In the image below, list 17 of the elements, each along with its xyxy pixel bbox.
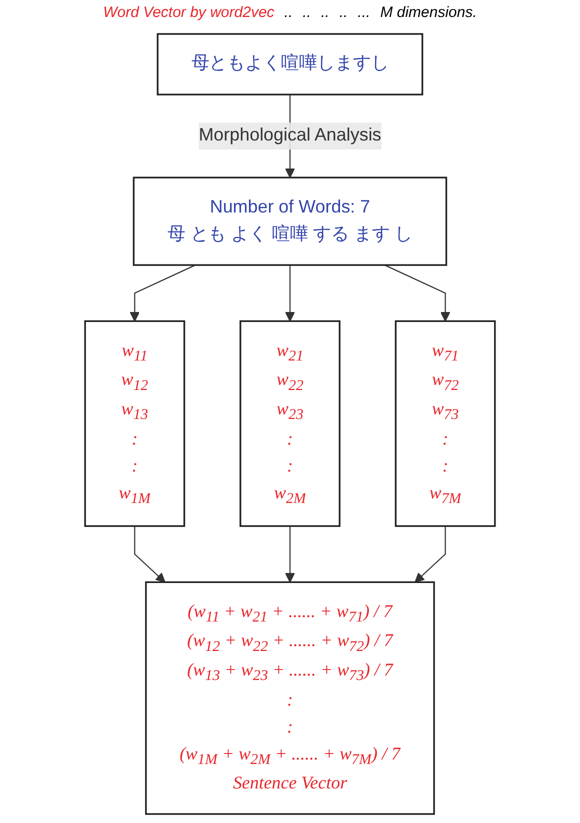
edge-label: Morphological Analysis <box>198 126 382 146</box>
label-text: .. <box>302 4 311 21</box>
arrow <box>384 264 450 322</box>
arrow <box>130 264 196 322</box>
arrow <box>285 265 295 322</box>
label-text: .. <box>339 4 348 21</box>
node-box: w$_{11}$ w$_{12}$ w$_{13}$ : : w$_{1M}$ <box>84 320 186 527</box>
arrow <box>134 526 166 583</box>
arrow <box>285 526 295 583</box>
label-text: .. <box>320 4 330 21</box>
label-text: ... <box>358 4 370 21</box>
label-text: .. <box>284 4 293 21</box>
node-box: Number of Words: 7 母 とも よく 喧嘩 する ます し <box>132 176 448 266</box>
node-box: 母ともよく喧嘩しますし <box>156 33 424 96</box>
label-text: M dimensions. <box>380 4 477 21</box>
label-text: Word Vector by word2vec <box>103 4 274 21</box>
arrow <box>414 526 446 583</box>
